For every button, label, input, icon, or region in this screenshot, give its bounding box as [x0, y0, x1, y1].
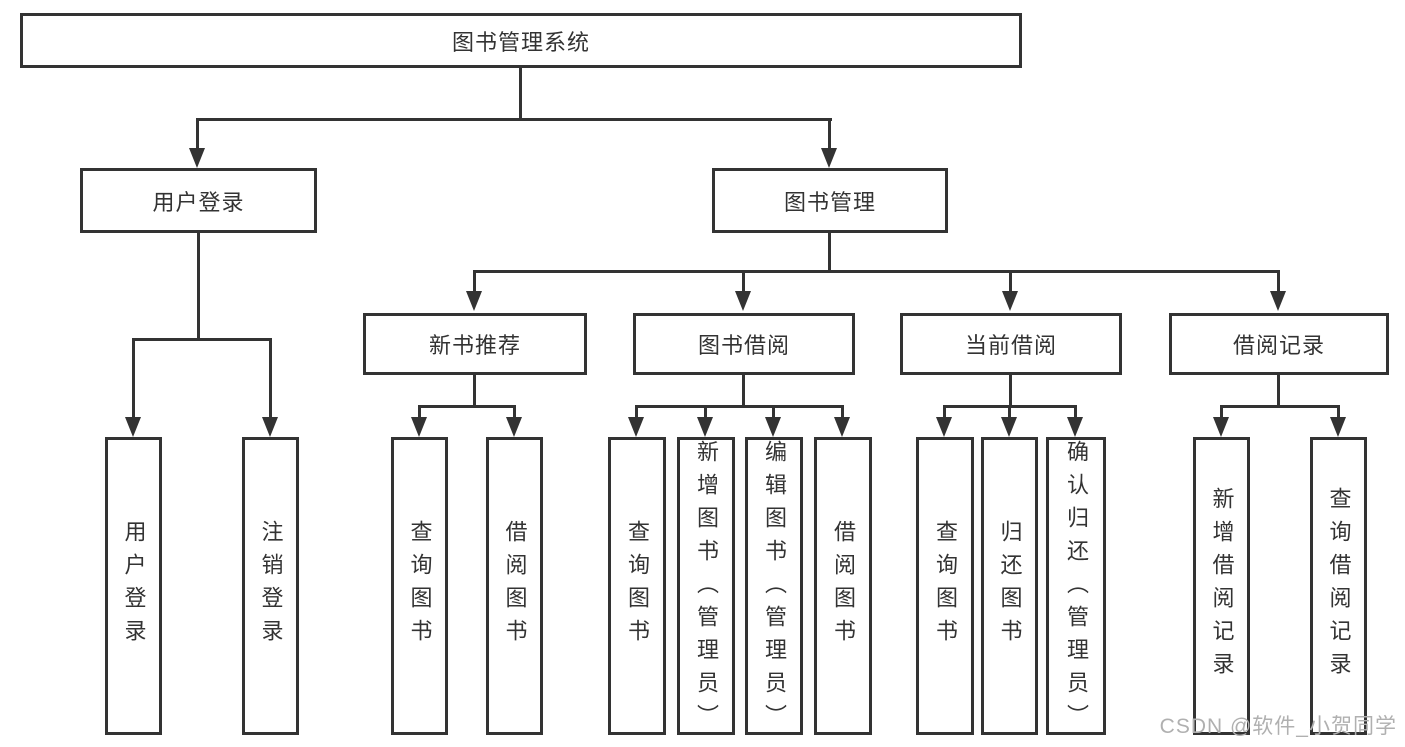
leaf-return-books-label: 归还图书: [997, 520, 1023, 652]
leaf-edit-books-admin-label: 编辑图书（管理员）: [762, 440, 787, 737]
connector-borrow-record-drop: [1277, 270, 1280, 293]
leaf-logout-login-label: 注销登录: [258, 520, 284, 652]
connector-bb-borrow-drop: [841, 405, 844, 419]
node-new-book-recommend: 新书推荐: [363, 313, 587, 375]
connector-leaf-user-login-drop: [132, 338, 135, 419]
connector-new-book-drop: [473, 270, 476, 293]
connector-bb-query-drop: [635, 405, 638, 419]
leaf-recommend-query-books-label: 查询图书: [407, 520, 433, 652]
leaf-add-borrow-record-label: 新增借阅记录: [1209, 487, 1235, 685]
connector-borrow-record-stem: [1277, 375, 1280, 405]
leaf-query-borrow-record: 查询借阅记录: [1310, 437, 1367, 735]
connector-book-borrow-drop: [742, 270, 745, 293]
leaf-recommend-query-books: 查询图书: [391, 437, 448, 735]
connector-root-stem: [519, 68, 522, 118]
leaf-current-query-books-label: 查询图书: [933, 520, 958, 652]
leaf-current-query-books: 查询图书: [916, 437, 974, 735]
leaf-recommend-borrow-books: 借阅图书: [486, 437, 543, 735]
connector-cb-return-drop: [1008, 405, 1011, 419]
leaf-query-borrow-record-label: 查询借阅记录: [1326, 487, 1352, 685]
leaf-borrowing-query-books: 查询图书: [608, 437, 666, 735]
connector-level3-rail: [473, 270, 1280, 273]
connector-user-login-rail: [132, 338, 272, 341]
connector-book-borrow-rail: [635, 405, 844, 408]
connector-current-borrow-stem: [1009, 375, 1012, 405]
node-root: 图书管理系统: [20, 13, 1022, 68]
arrowhead-borrow-record: [1270, 291, 1286, 311]
node-borrowing-records-label: 借阅记录: [1232, 333, 1325, 358]
arrowhead-rec-query: [411, 417, 427, 437]
node-book-borrowing: 图书借阅: [633, 313, 855, 375]
arrowhead-new-book: [466, 291, 482, 311]
arrowhead-user-login: [189, 148, 205, 168]
node-current-borrowing-label: 当前借阅: [964, 333, 1057, 358]
leaf-user-login-label: 用户登录: [121, 520, 147, 652]
node-book-management: 图书管理: [712, 168, 948, 233]
connector-user-login-stem: [197, 233, 200, 338]
arrowhead-leaf-user-login: [125, 417, 141, 437]
connector-cb-confirm-drop: [1074, 405, 1077, 419]
node-borrowing-records: 借阅记录: [1169, 313, 1389, 375]
connector-br-query-drop: [1337, 405, 1340, 419]
node-user-login: 用户登录: [80, 168, 317, 233]
leaf-edit-books-admin: 编辑图书（管理员）: [745, 437, 803, 737]
leaf-add-borrow-record: 新增借阅记录: [1193, 437, 1250, 735]
arrowhead-bb-query: [628, 417, 644, 437]
connector-book-mgmt-stem: [828, 233, 831, 272]
arrowhead-cb-confirm: [1067, 417, 1083, 437]
node-root-label: 图书管理系统: [451, 29, 590, 55]
leaf-recommend-borrow-books-label: 借阅图书: [502, 520, 528, 652]
arrowhead-cb-query: [936, 417, 952, 437]
arrowhead-leaf-logout: [262, 417, 278, 437]
node-book-management-label: 图书管理: [783, 189, 876, 215]
connector-bb-edit-drop: [772, 405, 775, 419]
arrowhead-bb-edit: [765, 417, 781, 437]
node-book-borrowing-label: 图书借阅: [697, 333, 790, 358]
leaf-borrowing-borrow-books: 借阅图书: [814, 437, 872, 735]
leaf-borrowing-query-books-label: 查询图书: [625, 520, 650, 652]
arrowhead-cb-return: [1001, 417, 1017, 437]
leaf-add-books-admin: 新增图书（管理员）: [677, 437, 735, 737]
arrowhead-br-add: [1213, 417, 1229, 437]
connector-rec-query-drop: [418, 405, 421, 419]
arrowhead-book-borrow: [735, 291, 751, 311]
leaf-return-books: 归还图书: [981, 437, 1038, 735]
leaf-user-login: 用户登录: [105, 437, 162, 735]
leaf-logout-login: 注销登录: [242, 437, 299, 735]
node-new-book-recommend-label: 新书推荐: [428, 333, 521, 358]
connector-leaf-logout-drop: [269, 338, 272, 419]
arrowhead-bb-add: [697, 417, 713, 437]
connector-cb-query-drop: [943, 405, 946, 419]
leaf-add-books-admin-label: 新增图书（管理员）: [694, 440, 719, 737]
arrowhead-book-mgmt: [821, 148, 837, 168]
node-user-login-label: 用户登录: [152, 189, 245, 215]
arrowhead-br-query: [1330, 417, 1346, 437]
connector-br-add-drop: [1220, 405, 1223, 419]
connector-book-borrow-stem: [742, 375, 745, 405]
connector-current-borrow-drop: [1009, 270, 1012, 293]
leaf-confirm-return-admin-label: 确认归还（管理员）: [1064, 440, 1089, 737]
arrowhead-current-borrow: [1002, 291, 1018, 311]
connector-book-mgmt-drop: [828, 118, 831, 150]
arrowhead-bb-borrow: [834, 417, 850, 437]
connector-borrow-record-rail: [1220, 405, 1340, 408]
watermark-text: CSDN @软件_小贺同学: [1159, 715, 1397, 738]
node-current-borrowing: 当前借阅: [900, 313, 1122, 375]
connector-bb-add-drop: [704, 405, 707, 419]
connector-new-book-rail: [418, 405, 516, 408]
arrowhead-rec-borrow: [506, 417, 522, 437]
connector-level2-rail: [196, 118, 832, 121]
leaf-borrowing-borrow-books-label: 借阅图书: [831, 520, 856, 652]
leaf-confirm-return-admin: 确认归还（管理员）: [1046, 437, 1106, 737]
connector-user-login-drop: [196, 118, 199, 150]
connector-new-book-stem: [473, 375, 476, 405]
connector-rec-borrow-drop: [513, 405, 516, 419]
